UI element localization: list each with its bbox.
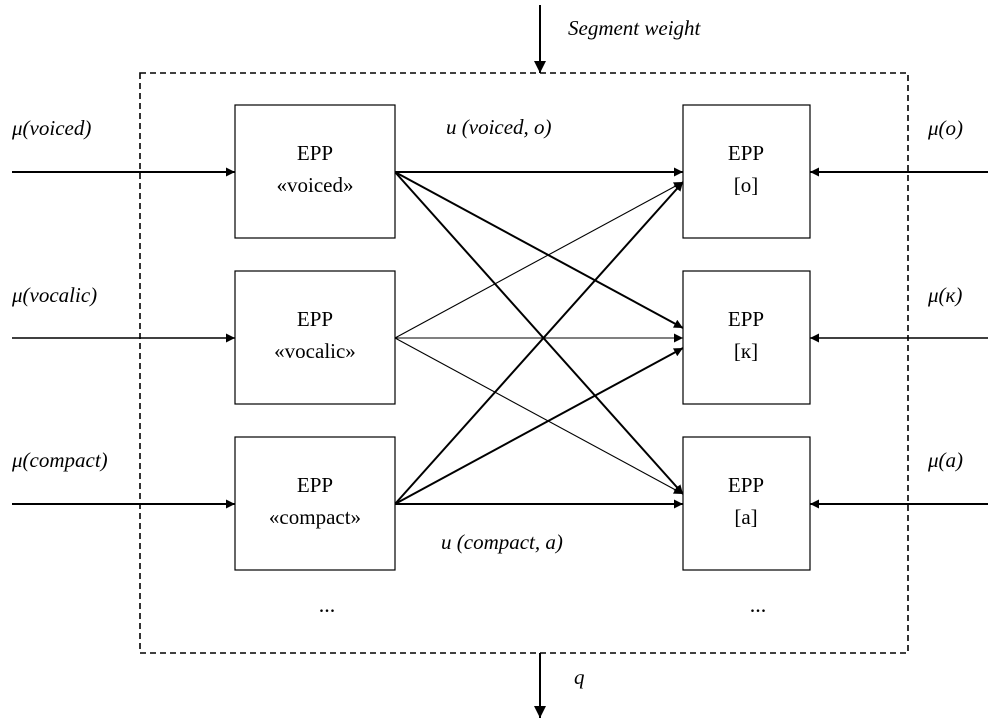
edge-label-compact-a: u (compact, a) (441, 530, 563, 554)
input-label-voiced: μ(voiced) (11, 116, 91, 140)
link-voiced-to-a (394, 171, 684, 495)
epp-node-a: EPP [a] (682, 436, 811, 571)
node-feature: «voiced» (277, 173, 354, 197)
node-feature: «compact» (269, 505, 361, 529)
node-title: EPP (297, 141, 333, 165)
link-compact-to-к (394, 347, 684, 505)
node-title: EPP (297, 307, 333, 331)
input-label-compact: μ(compact) (11, 448, 108, 472)
input-label-k: μ(к) (927, 283, 962, 307)
ellipsis-left: ... (319, 592, 336, 617)
ellipsis-right: ... (750, 592, 767, 617)
link-voiced-to-к (394, 171, 684, 329)
node-title: EPP (728, 473, 764, 497)
input-label-o: μ(o) (927, 116, 963, 140)
node-phoneme: [к] (734, 339, 758, 363)
node-title: EPP (297, 473, 333, 497)
output-q-label: q (574, 665, 585, 689)
input-label-a: μ(a) (927, 448, 963, 472)
edge-label-voiced-o: u (voiced, o) (446, 115, 552, 139)
link-vocalic-to-o (394, 181, 684, 339)
input-label-vocalic: μ(vocalic) (11, 283, 97, 307)
connection-arrows (394, 167, 684, 509)
node-title: EPP (728, 307, 764, 331)
node-title: EPP (728, 141, 764, 165)
epp-node-o: EPP [o] (682, 104, 811, 239)
link-compact-to-o (394, 181, 684, 505)
epp-node-vocalic: EPP «vocalic» (234, 270, 396, 405)
node-phoneme: [o] (734, 173, 759, 197)
node-phoneme: [a] (734, 505, 757, 529)
link-vocalic-to-a (394, 337, 684, 495)
system-boundary (139, 72, 909, 654)
epp-node-compact: EPP «compact» (234, 436, 396, 571)
epp-node-voiced: EPP «voiced» (234, 104, 396, 239)
node-feature: «vocalic» (274, 339, 356, 363)
segment-weight-label: Segment weight (568, 16, 702, 40)
epp-node-k: EPP [к] (682, 270, 811, 405)
